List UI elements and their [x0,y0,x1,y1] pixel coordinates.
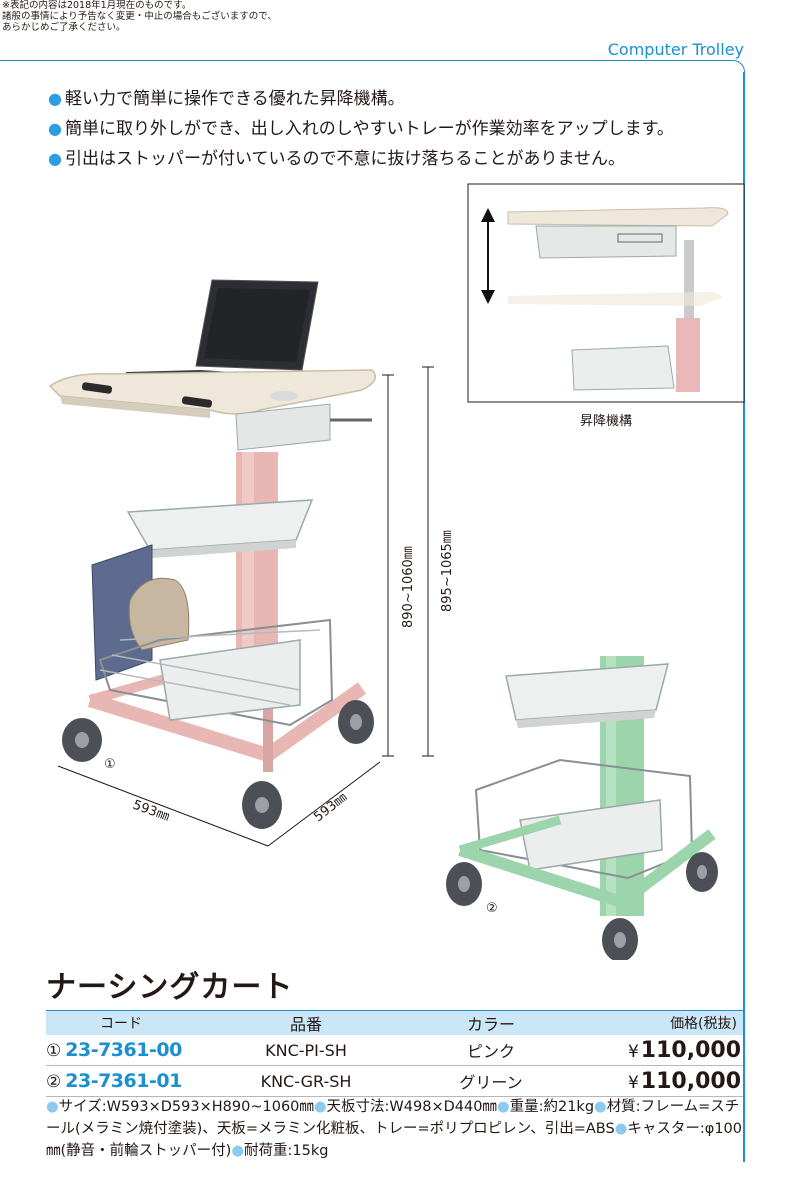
spec-description: ●サイズ:W593×D593×H890~1060㎜●天板寸法:W498×D440… [46,1096,746,1162]
side-rule [743,72,745,1162]
inset-caption: 昇降機構 [580,414,633,429]
product-name: ナーシングカート [46,970,294,1005]
notice-line-1: ※表記の内容は2018年1月現在のものです。 [2,0,192,11]
inset-lift-mechanism [467,183,745,403]
dim-height-outer: 895~1065㎜ [440,530,455,612]
model-number: KNC-PI-SH [196,1035,416,1066]
spec-item: 重量:約21kg [509,1099,595,1115]
dimension-lines [57,366,434,847]
color-name: グリーン [416,1065,566,1097]
yen-sign: ¥ [627,1072,639,1093]
notice-line-2: 諸般の事情により予告なく変更・中止の場合もございますので、 [2,11,277,22]
color-name: ピンク [416,1035,566,1066]
row-number: ① [46,1041,62,1061]
notice: ※表記の内容は2018年1月現在のものです。 諸般の事情により予告なく変更・中止… [2,0,277,33]
feature-item: ●簡単に取り外しができ、出し入れのしやすいトレーが作業効率をアップします。 [48,119,674,139]
spec-item: キャスター:φ100㎜(静音・前輪ストッパー付) [46,1121,743,1159]
dim-depth: 593㎜ [311,790,350,825]
feature-list: ●軽い力で簡単に操作できる優れた昇降機構。 ●簡単に取り外しができ、出し入れのし… [48,84,674,174]
yen-sign: ¥ [627,1041,639,1062]
bullet-icon: ● [46,1099,59,1115]
bullet-icon: ● [48,89,62,108]
product-code: 23-7361-00 [65,1039,182,1061]
cart-label-1: ① [104,757,116,772]
product-code: 23-7361-01 [65,1070,182,1092]
model-number: KNC-GR-SH [196,1065,416,1097]
header-price: 価格(税抜) [566,1010,743,1035]
bullet-icon: ● [48,119,62,138]
bullet-icon: ● [231,1143,244,1159]
header-color: カラー [416,1010,566,1035]
row-number: ② [46,1072,62,1092]
bullet-icon: ● [594,1099,607,1115]
table-header-row: コード 品番 カラー 価格(税抜) [46,1010,743,1035]
spec-item: 耐荷重:15kg [243,1143,329,1159]
dim-height-inner: 890~1060㎜ [401,546,416,628]
bullet-icon: ● [313,1099,327,1115]
spec-item: 材質:フレーム=スチール(メラミン焼付塗装)、天板=メラミン化粧板、トレー=ポリ… [46,1099,740,1137]
header-code: コード [46,1010,196,1035]
bullet-icon: ● [614,1121,628,1137]
feature-item: ●軽い力で簡単に操作できる優れた昇降機構。 [48,89,405,109]
cart-pink-illustration [48,279,377,829]
spec-item: サイズ:W593×D593×H890~1060㎜ [58,1099,314,1115]
price: 110,000 [640,1037,741,1063]
header-model: 品番 [196,1010,416,1035]
price: 110,000 [640,1068,741,1094]
bullet-icon: ● [496,1099,510,1115]
cart-green-illustration [446,656,718,960]
product-illustration: 890~1060㎜ 895~1065㎜ 593㎜ 593㎜ ① [48,183,745,960]
spec-item: 天板寸法:W498×D440㎜ [326,1099,497,1115]
bullet-icon: ● [48,149,62,168]
catalog-title: Computer Trolley [607,40,744,59]
notice-line-3: あらかじめご了承ください。 [2,22,126,33]
feature-item: ●引出はストッパーが付いているので不意に抜け落ちることがありません。 [48,149,625,169]
cart-label-2: ② [486,901,498,916]
